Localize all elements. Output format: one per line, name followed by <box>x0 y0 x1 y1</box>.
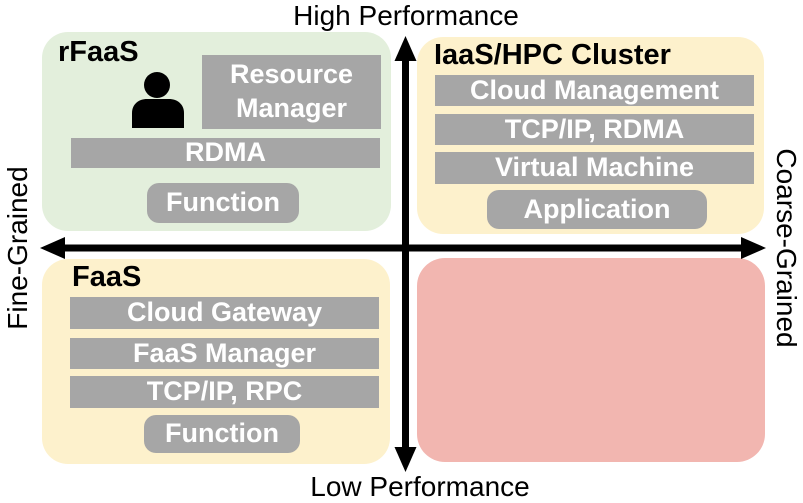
y-axis <box>394 36 417 472</box>
rfaas-function-box: Function <box>147 183 299 223</box>
resource-manager-box: Resource Manager <box>202 55 381 129</box>
tcpip-rpc-layer-box: TCP/IP, RPC <box>70 376 379 408</box>
axis-label-low-performance: Low Performance <box>310 471 530 502</box>
x-axis <box>40 237 766 259</box>
faas-manager-layer-box: FaaS Manager <box>70 338 379 369</box>
cloud-management-layer-box: Cloud Management <box>435 75 754 106</box>
quadrant-iaas-hpc-cluster: IaaS/HPC Cluster Cloud Management TCP/IP… <box>417 37 764 234</box>
cloud-gateway-layer-box: Cloud Gateway <box>70 297 379 329</box>
rdma-layer-box: RDMA <box>71 137 380 168</box>
person-icon <box>132 72 184 128</box>
quadrant-rfaas: rFaaS Resource Manager RDMA Function <box>42 32 391 231</box>
virtual-machine-layer-box: Virtual Machine <box>435 152 754 184</box>
quadrant-faas: FaaS Cloud Gateway FaaS Manager TCP/IP, … <box>42 259 390 464</box>
arrow-right-icon <box>741 237 766 259</box>
arrow-up-icon <box>394 36 417 61</box>
tcpip-rdma-layer-box: TCP/IP, RDMA <box>435 114 754 145</box>
quadrant-empty-region <box>417 258 765 462</box>
arrow-down-icon <box>394 447 417 472</box>
arrow-left-icon <box>40 237 65 259</box>
axis-label-fine-grained: Fine-Grained <box>2 166 33 330</box>
faas-title: FaaS <box>72 261 142 293</box>
faas-function-box: Function <box>144 415 300 453</box>
rfaas-title: rFaaS <box>58 36 139 68</box>
axis-label-high-performance: High Performance <box>293 0 519 31</box>
axis-label-coarse-grained: Coarse-Grained <box>771 148 802 348</box>
iaas-title: IaaS/HPC Cluster <box>434 39 671 71</box>
application-box: Application <box>487 190 707 229</box>
